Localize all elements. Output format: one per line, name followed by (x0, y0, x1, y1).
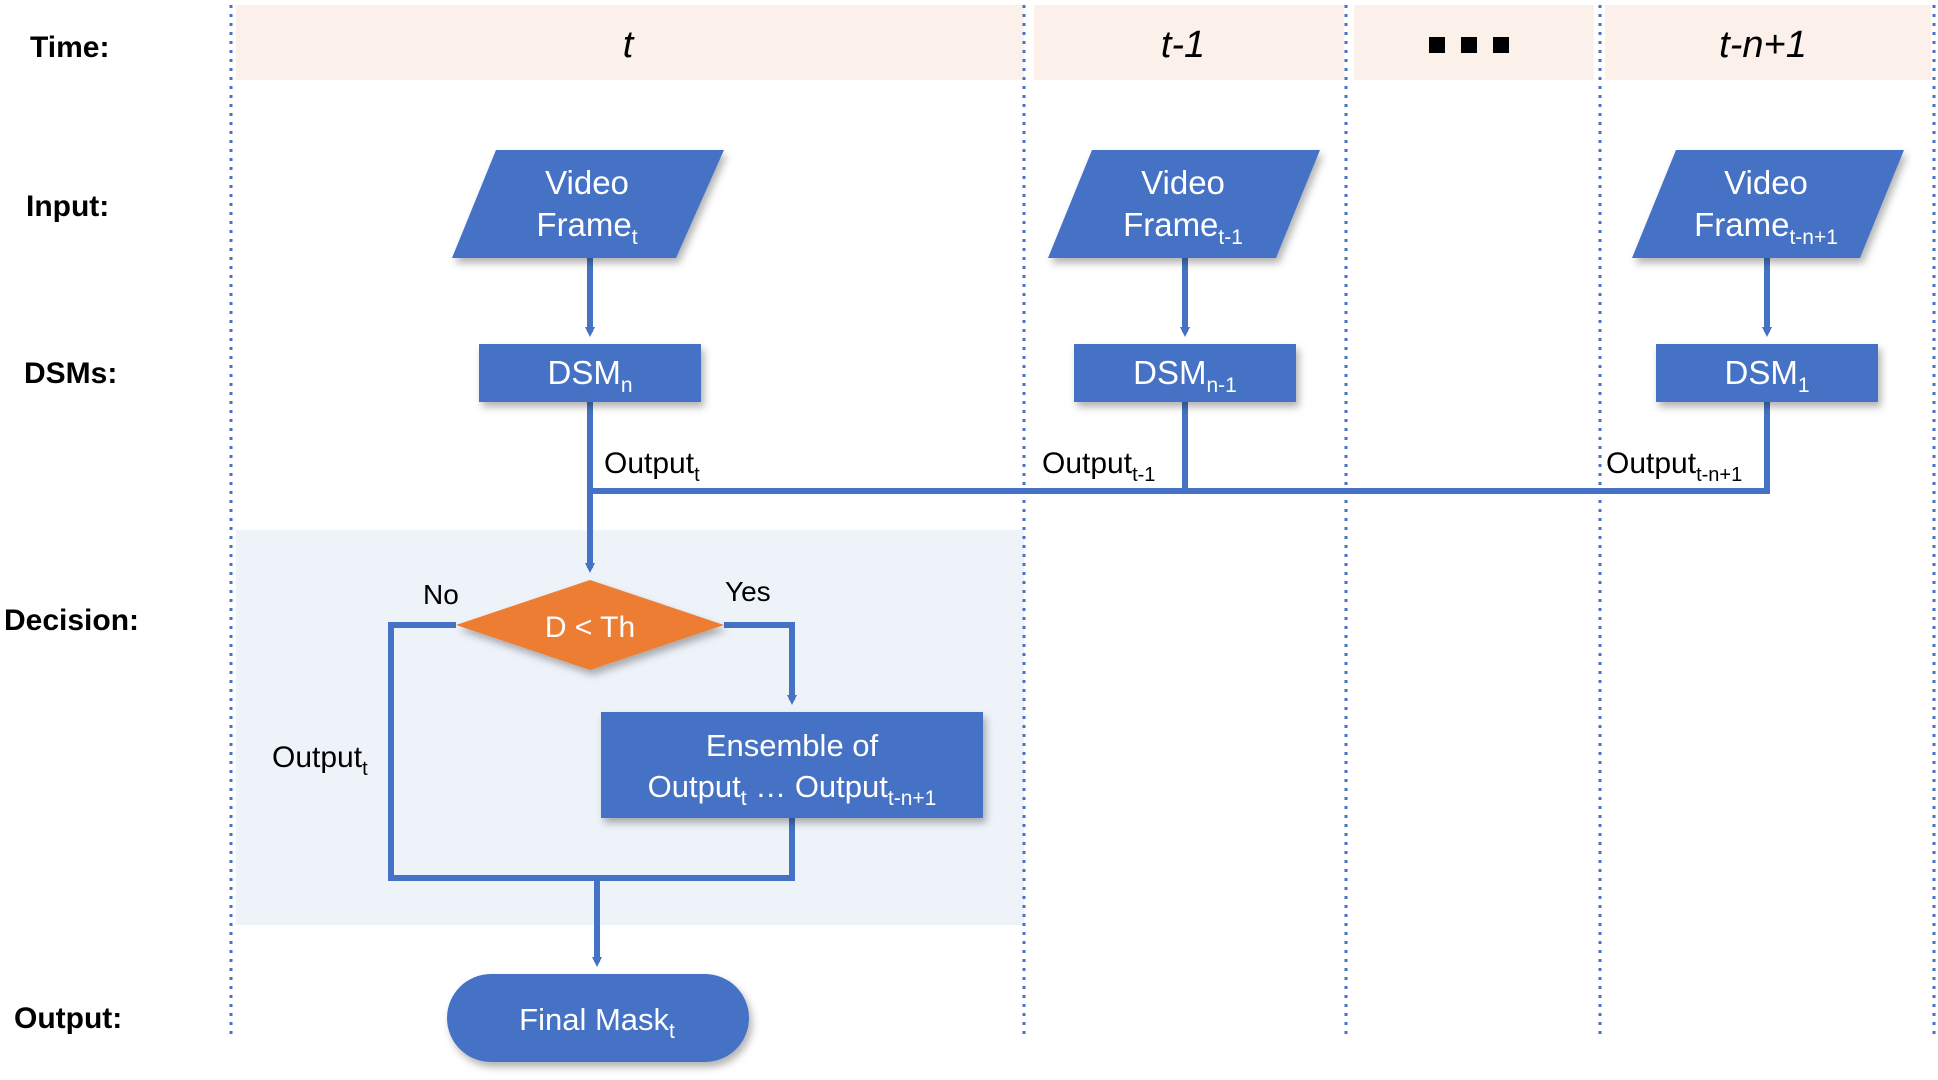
row-label-input: Input: (26, 190, 109, 223)
dsm-rect (1074, 344, 1296, 402)
dsm-label: DSMn (547, 354, 632, 397)
row-label-time: Time: (30, 31, 109, 64)
dsm-rect (479, 344, 701, 402)
ensemble-b-base: Output (795, 769, 888, 804)
input-sub: t (632, 226, 638, 249)
edge-label-output-t: Outputt (604, 447, 700, 486)
dsm-box-n: DSMn (479, 344, 701, 402)
edge-sub: t-n+1 (1696, 464, 1742, 486)
edge-base: Output (1606, 447, 1697, 480)
ellipsis-dot (1461, 37, 1477, 53)
edge-sub: t (362, 758, 368, 780)
input-base: Frame (536, 206, 631, 243)
edge-base: Output (1042, 447, 1133, 480)
parallelogram-shape (452, 150, 724, 258)
dsm-box-n-1: DSMn-1 (1074, 344, 1296, 402)
edge-label-output-t-1: Outputt-1 (1042, 447, 1155, 486)
input-line1: Video (1724, 164, 1808, 201)
dsm-sub: n-1 (1206, 374, 1236, 397)
edge-base: Output (272, 741, 363, 774)
ensemble-a-base: Output (648, 769, 741, 804)
time-band-t-n-plus-1 (1605, 5, 1931, 80)
ensemble-a-sub: t (741, 787, 747, 810)
ensemble-b-sub: t-n+1 (888, 787, 936, 810)
time-step-t: t (623, 24, 635, 66)
parallelogram-shape (1048, 150, 1320, 258)
diamond-shape (456, 580, 724, 670)
edge-sub: t (694, 464, 700, 486)
input-line1: Video (545, 164, 629, 201)
input-base: Frame (1123, 206, 1218, 243)
decision-condition: D < Th (545, 611, 635, 644)
dsm-label: DSM1 (1724, 354, 1809, 397)
edge-base: Output (604, 447, 695, 480)
row-label-dsms: DSMs: (24, 357, 117, 390)
input-video-frame-t-1: Video Framet-1 (1048, 150, 1320, 258)
ensemble-box: Ensemble of Outputt … Outputt-n+1 (601, 712, 983, 818)
input-video-frame-t: Video Framet (452, 150, 724, 258)
connector-ensemble-to-merge (597, 818, 795, 881)
ensemble-rect (601, 712, 983, 818)
input-line2: Framet (536, 206, 637, 249)
dsm-base: DSM (1133, 354, 1206, 391)
row-label-decision: Decision: (4, 604, 139, 637)
time-band-t-1 (1034, 5, 1344, 80)
decision-yes-label: Yes (725, 576, 771, 607)
time-step-t-1: t-1 (1161, 24, 1205, 66)
terminator-shape (447, 974, 749, 1062)
input-sub: t-n+1 (1789, 226, 1837, 249)
ellipsis-dot (1493, 37, 1509, 53)
decision-no-label: No (423, 579, 459, 610)
dsm-sub: n (621, 374, 633, 397)
edge-label-output-t-n-plus-1: Outputt-n+1 (1606, 447, 1742, 486)
final-base: Final Mask (519, 1002, 669, 1037)
time-band-t (236, 5, 1024, 80)
final-sub: t (669, 1020, 675, 1043)
ellipsis-text: ▪▪▪ (1449, 24, 1489, 66)
edge-sub: t-1 (1132, 464, 1155, 486)
input-line2: Framet-1 (1123, 206, 1243, 249)
arrow-yes-to-ensemble (724, 622, 797, 705)
row-label-output: Output: (14, 1002, 122, 1035)
dsm-base: DSM (1724, 354, 1797, 391)
time-step-ellipsis: ▪▪▪ (1429, 24, 1509, 66)
final-mask-label: Final Maskt (519, 1002, 675, 1043)
time-step-t-n-plus-1: t-n+1 (1719, 24, 1807, 66)
dsm-base: DSM (547, 354, 620, 391)
final-mask-terminator: Final Maskt (447, 974, 749, 1062)
ensemble-mid: … (747, 769, 795, 804)
dsm-rect (1656, 344, 1878, 402)
input-line1: Video (1141, 164, 1225, 201)
input-base: Frame (1694, 206, 1789, 243)
dsm-sub: 1 (1798, 374, 1810, 397)
ensemble-line2: Outputt … Outputt-n+1 (648, 769, 937, 810)
decision-diamond: D < Th (456, 580, 724, 670)
ellipsis-dot (1429, 37, 1445, 53)
input-sub: t-1 (1218, 226, 1243, 249)
edge-label-no-output: Outputt (272, 741, 368, 780)
connector-dsm-1-to-bus (590, 402, 1770, 494)
dsm-box-1: DSM1 (1656, 344, 1878, 402)
input-line2: Framet-n+1 (1694, 206, 1838, 249)
input-video-frame-t-n-plus-1: Video Framet-n+1 (1632, 150, 1904, 258)
ensemble-line1: Ensemble of (706, 728, 879, 763)
parallelogram-shape (1632, 150, 1904, 258)
dsm-label: DSMn-1 (1133, 354, 1237, 397)
connector-no-branch (388, 622, 597, 881)
